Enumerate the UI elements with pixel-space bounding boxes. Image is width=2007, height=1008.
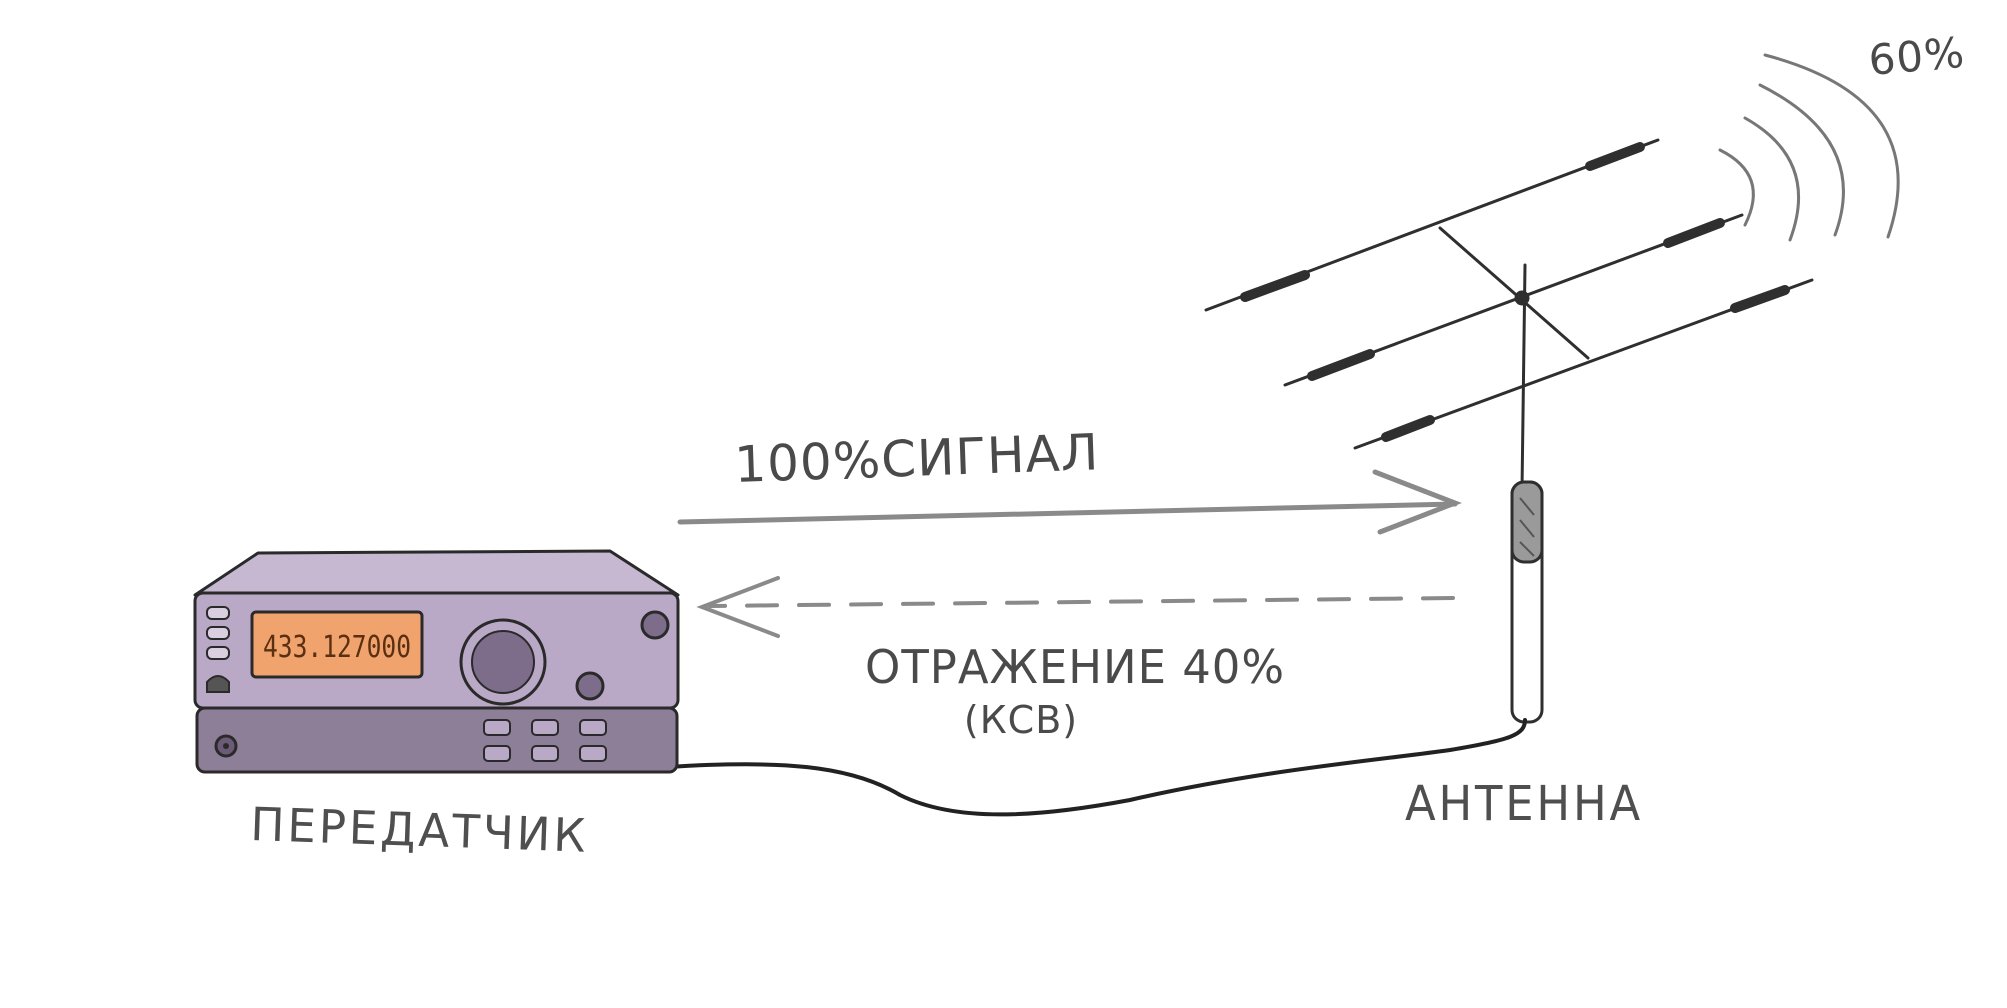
frequency-display-text: 433.127000: [263, 630, 411, 665]
radiation-waves-icon: [1718, 53, 1900, 242]
transmitter-radio-icon: [193, 549, 680, 774]
swr-label: (КСВ): [964, 698, 1078, 742]
frequency-display: [250, 610, 424, 679]
yagi-antenna-icon: [1204, 138, 1814, 492]
coax-cable: [666, 718, 1527, 817]
antenna-label: АНТЕННА: [1405, 776, 1643, 832]
radiated-percent-label: 60%: [1867, 28, 1967, 85]
transmitter-label: ПЕРЕДАТЧИК: [250, 797, 590, 863]
forward-signal-arrow: [677, 469, 1462, 535]
reflected-signal-arrow: [696, 576, 1455, 638]
reflection-label: ОТРАЖЕНИЕ 40%: [865, 640, 1285, 694]
forward-signal-label: 100%СИГНАЛ: [733, 423, 1100, 494]
antenna-pole: [1510, 480, 1544, 724]
